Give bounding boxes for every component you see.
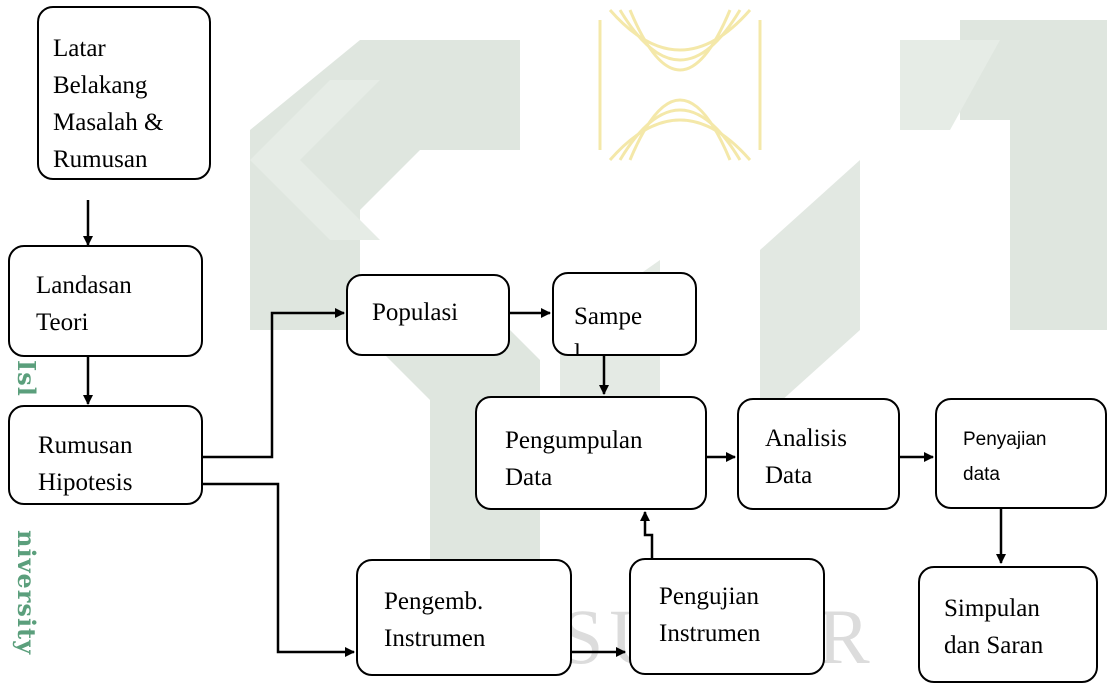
node-sampel-label: Sampe l: [574, 303, 643, 356]
node-latar-belakang-label: Latar Belakang Masalah & Rumusan: [53, 35, 164, 173]
node-landasan-teori-label: Landasan Teori: [36, 272, 132, 336]
node-pengembangan-instrumen: Pengemb. Instrumen: [356, 559, 572, 676]
arrow-rumusan-to-populasi: [200, 308, 345, 459]
node-simpulan-saran-label: Simpulan dan Saran: [944, 595, 1044, 659]
arrow-pengujian-to-pengumpulan: [640, 511, 654, 558]
node-penyajian-data-label: Penyajian data: [963, 429, 1047, 485]
node-simpulan-saran: Simpulan dan Saran: [918, 566, 1098, 683]
node-analisis-data: Analisis Data: [737, 398, 900, 510]
node-rumusan-hipotesis-label: Rumusan Hipotesis: [38, 432, 133, 496]
watermark-right-shape: [960, 20, 1107, 330]
node-pengembangan-instrumen-label: Pengemb. Instrumen: [384, 588, 486, 652]
node-latar-belakang: Latar Belakang Masalah & Rumusan: [37, 6, 211, 180]
node-sampel: Sampe l: [552, 272, 697, 356]
node-pengujian-instrumen-label: Pengujian Instrumen: [659, 583, 761, 647]
node-pengumpulan-data-label: Pengumpulan Data: [505, 427, 643, 491]
watermark-right-hook: [900, 40, 1000, 130]
watermark-side-text-top: Isl: [12, 360, 41, 397]
node-landasan-teori: Landasan Teori: [8, 245, 203, 357]
node-penyajian-data: Penyajian data: [935, 398, 1107, 509]
node-pengumpulan-data: Pengumpulan Data: [475, 396, 707, 510]
node-pengujian-instrumen: Pengujian Instrumen: [629, 558, 825, 675]
node-populasi-label: Populasi: [372, 299, 459, 326]
watermark-ornament: [598, 9, 762, 161]
watermark-side-text-bottom: niversity: [12, 530, 41, 656]
arrow-rumusan-to-pengemb: [200, 482, 355, 657]
node-rumusan-hipotesis: Rumusan Hipotesis: [8, 405, 203, 505]
watermark-bracket: [250, 80, 380, 240]
node-analisis-data-label: Analisis Data: [765, 425, 847, 489]
watermark-right-bar: [760, 160, 860, 420]
node-populasi: Populasi: [346, 274, 510, 356]
